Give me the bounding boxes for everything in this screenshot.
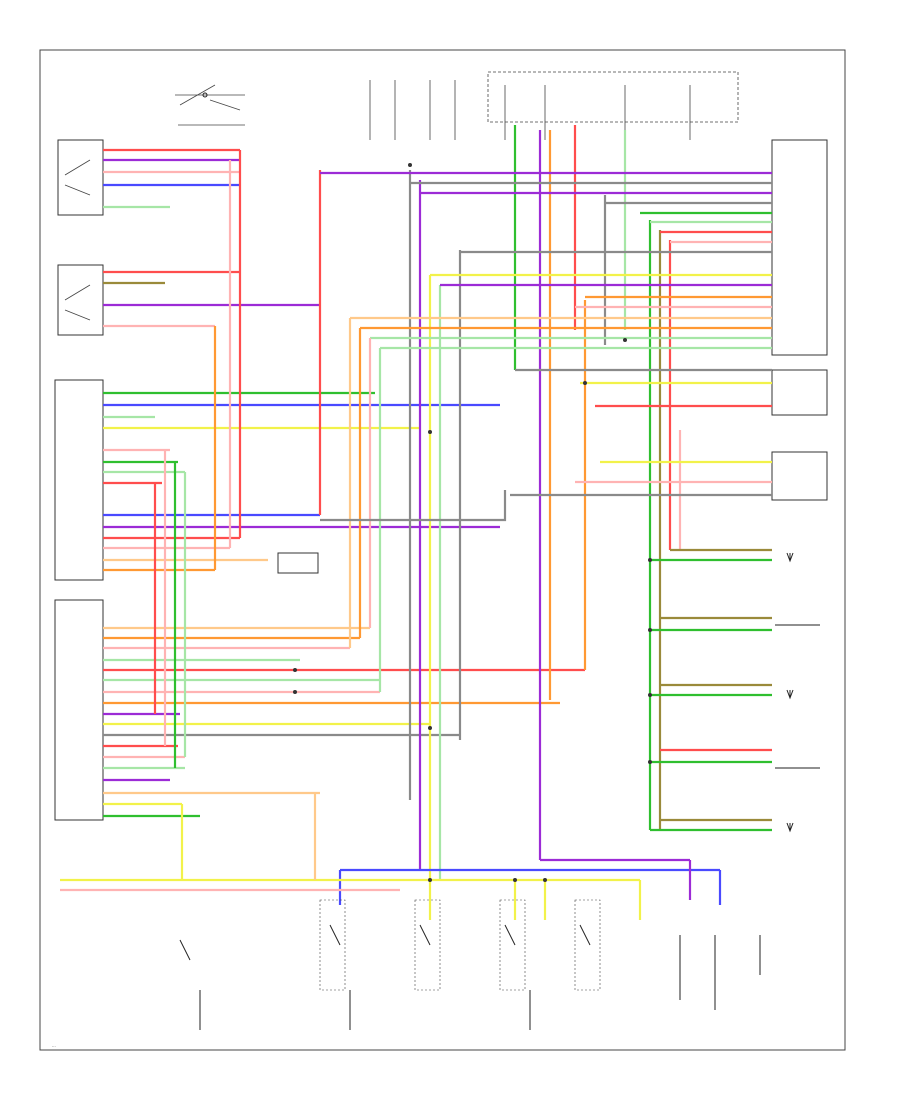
wire-feeders: [348, 318, 382, 692]
right-sensors: [775, 552, 820, 833]
left-relay-module-2: [57, 264, 104, 336]
wires-door-switches: [320, 368, 772, 522]
right-connector-pass-door: [771, 451, 828, 501]
right-connector-main: [771, 139, 828, 356]
diagram-frame: [39, 49, 846, 1051]
wires-seat-sensors: [650, 548, 772, 832]
fuse-box-top: [369, 71, 739, 140]
top-switch-left: [175, 84, 245, 126]
wires-right-main: [320, 171, 772, 350]
center-connector-block: [277, 552, 319, 574]
srs-control-module-lower: [54, 599, 104, 821]
wires-left-top: [103, 148, 320, 328]
srs-control-module-upper: [54, 379, 104, 581]
vertical-trunks: [153, 125, 682, 880]
footer-code: ...: [52, 1043, 56, 1048]
wires-bottom-bus: [60, 793, 722, 920]
right-connector-driver-door: [771, 369, 828, 416]
left-relay-module-1: [57, 139, 104, 216]
wires-srs-lower: [103, 626, 585, 818]
bottom-switches: [179, 899, 761, 1030]
splice-dots: [293, 163, 652, 882]
